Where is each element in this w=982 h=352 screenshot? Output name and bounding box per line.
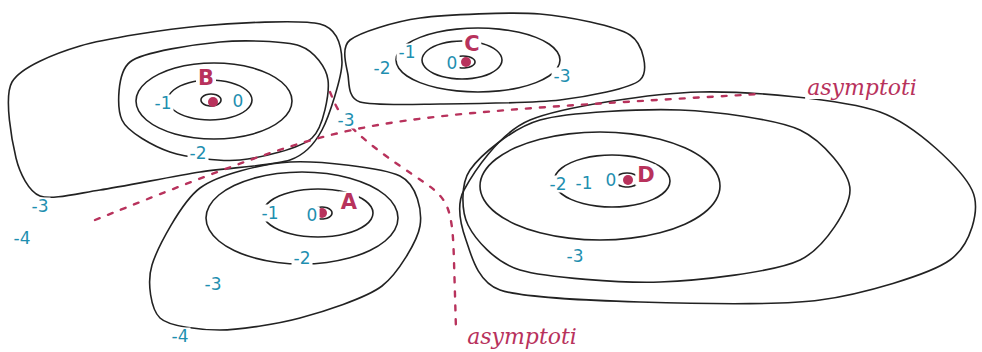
level-value: -3 [552,68,573,85]
asymptote-label: asymptoti [805,77,919,99]
level-value: -2 [372,60,393,77]
level-value: 0 [604,172,619,189]
level-value: -1 [260,205,281,222]
critical-point [461,57,471,67]
level-value: -4 [170,328,191,345]
level-value: -1 [153,95,174,112]
level-value: -2 [548,176,569,193]
level-value: -2 [292,250,313,267]
level-value: -1 [397,44,418,61]
level-value: -3 [565,248,586,265]
contour-line [554,155,670,207]
asymptote-line [95,94,760,220]
critical-point [623,175,633,185]
critical-point [208,97,218,107]
level-value: 0 [445,55,460,72]
asymptote-label: asymptoti [465,326,579,348]
contour-line [150,162,421,330]
level-value: -3 [336,112,357,129]
level-value: -2 [188,145,209,162]
contour-line [201,94,221,106]
contour-line [8,22,342,198]
point-label: C [462,34,481,55]
level-value: -1 [574,175,595,192]
contour-line [463,110,850,282]
level-value: 0 [231,93,246,110]
contour-line [480,132,720,240]
level-value: -3 [30,198,51,215]
contour-line [136,63,292,139]
contour-line [460,92,976,304]
level-value: -3 [203,276,224,293]
point-label: B [196,68,216,89]
point-label: D [635,165,656,186]
asymptote-line [330,92,456,330]
contour-line [396,28,560,92]
level-value: -4 [12,230,33,247]
contour-line [119,41,329,160]
point-label: A [339,192,359,213]
level-value: 0 [305,207,320,224]
contour-line [345,13,645,104]
